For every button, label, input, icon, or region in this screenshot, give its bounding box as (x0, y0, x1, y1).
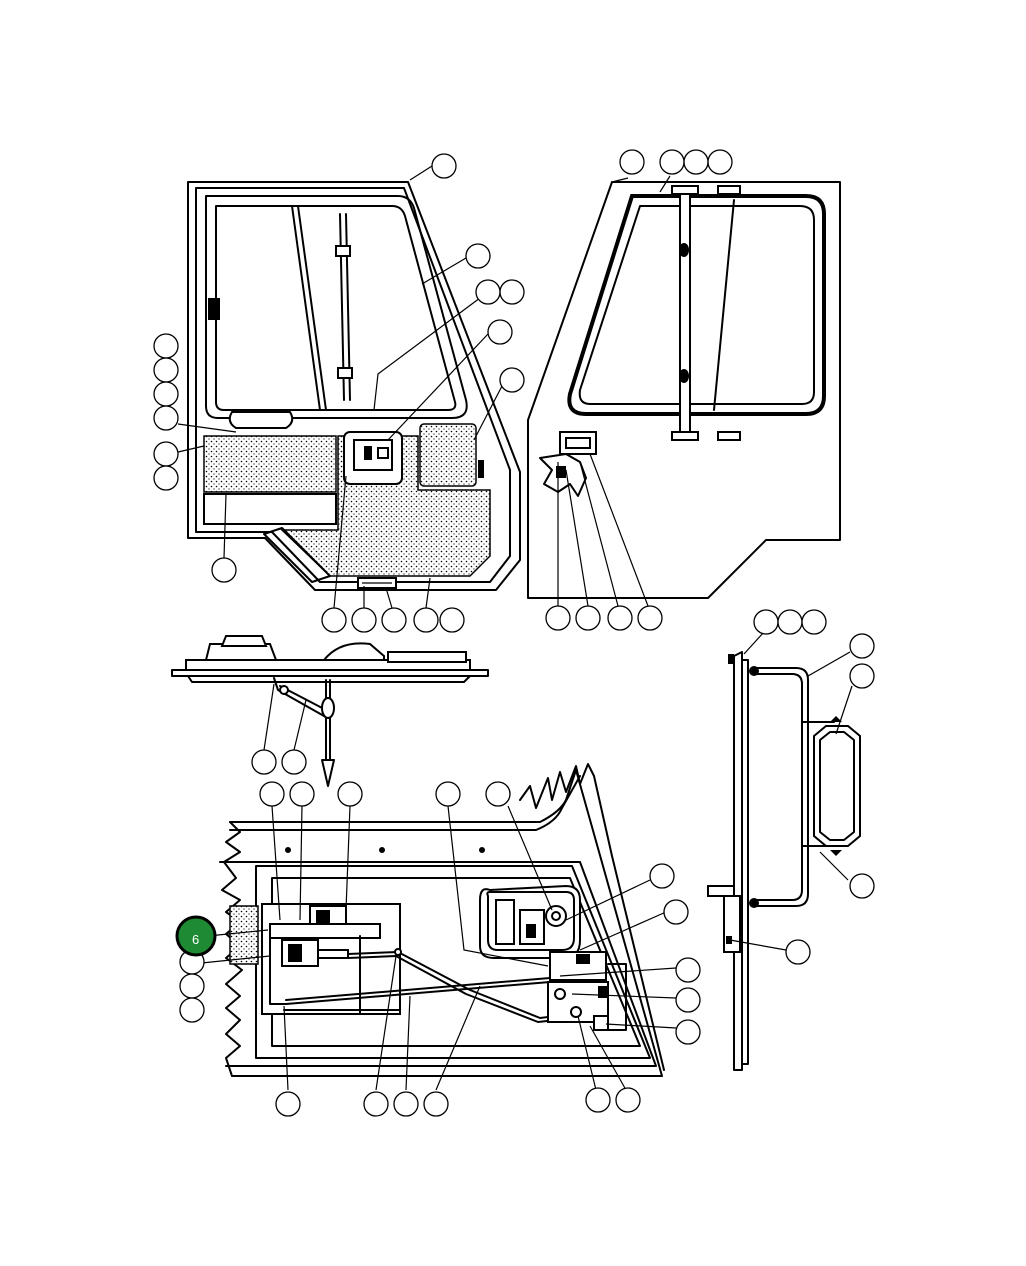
callout-circle[interactable] (487, 319, 513, 345)
callout-circle[interactable] (153, 381, 179, 407)
callouts (153, 149, 875, 1117)
callout-circle[interactable] (849, 873, 875, 899)
callout-circle[interactable] (545, 605, 571, 631)
callout-circle[interactable] (351, 607, 377, 633)
callout-circle[interactable] (259, 781, 285, 807)
callout-circle[interactable] (485, 781, 511, 807)
callout-circle[interactable] (153, 405, 179, 431)
door-inside-view (187, 181, 521, 591)
callout-circle[interactable] (675, 1019, 701, 1045)
callout-circle[interactable] (849, 633, 875, 659)
callout-circle[interactable] (153, 465, 179, 491)
callout-circle[interactable] (465, 243, 491, 269)
callout-circle[interactable] (393, 1091, 419, 1117)
callout-circle[interactable] (585, 1087, 611, 1113)
callout-circle[interactable] (439, 607, 465, 633)
highlighted-callout-circle[interactable] (175, 915, 217, 957)
callout-circle[interactable] (337, 781, 363, 807)
door-section-view (171, 635, 489, 787)
callout-circle[interactable] (153, 357, 179, 383)
callout-circle[interactable] (321, 607, 347, 633)
callout-circle[interactable] (575, 605, 601, 631)
callout-circle[interactable] (435, 781, 461, 807)
highlighted-callout-label: 6 (192, 932, 199, 947)
door-outside-view (527, 181, 841, 599)
callout-circle[interactable] (381, 607, 407, 633)
callout-circle[interactable] (179, 973, 205, 999)
leader-lines (177, 165, 853, 1091)
callout-circle[interactable] (707, 149, 733, 175)
callout-circle[interactable] (413, 607, 439, 633)
callout-circle[interactable] (281, 749, 307, 775)
callout-circle[interactable] (675, 987, 701, 1013)
callout-circle[interactable] (683, 149, 709, 175)
callout-circle[interactable] (179, 997, 205, 1023)
callout-circle[interactable] (363, 1091, 389, 1117)
callout-circle[interactable] (475, 279, 501, 305)
callout-circle[interactable] (289, 781, 315, 807)
door-latch-mechanism-view (219, 763, 665, 1077)
callout-circle[interactable] (777, 609, 803, 635)
callout-circle[interactable] (423, 1091, 449, 1117)
callout-circle[interactable] (211, 557, 237, 583)
callout-circle[interactable] (649, 863, 675, 889)
callout-circle[interactable] (153, 333, 179, 359)
callout-circle[interactable] (607, 605, 633, 631)
callout-circle[interactable] (637, 605, 663, 631)
callout-circle[interactable] (663, 899, 689, 925)
callout-circle[interactable] (849, 663, 875, 689)
callout-circle[interactable] (275, 1091, 301, 1117)
callout-circle[interactable] (615, 1087, 641, 1113)
mirror-assembly-view (707, 651, 861, 1071)
callout-circle[interactable] (801, 609, 827, 635)
callout-circle[interactable] (659, 149, 685, 175)
callout-circle[interactable] (153, 441, 179, 467)
callout-circle[interactable] (499, 279, 525, 305)
callout-circle[interactable] (499, 367, 525, 393)
callout-circle[interactable] (753, 609, 779, 635)
highlighted-callout[interactable]: 6 (175, 915, 217, 957)
callout-circle[interactable] (251, 749, 277, 775)
callout-circle[interactable] (785, 939, 811, 965)
callout-circle[interactable] (619, 149, 645, 175)
callout-circle[interactable] (431, 153, 457, 179)
callout-circle[interactable] (675, 957, 701, 983)
